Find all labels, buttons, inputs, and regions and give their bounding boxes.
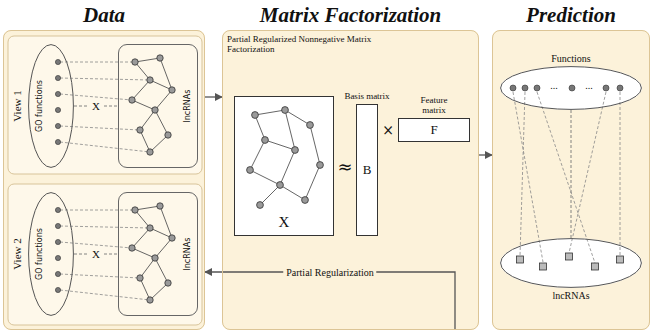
- node-fill: [234, 96, 334, 236]
- operator-symbol: ×: [382, 122, 394, 138]
- network-box: lncRNAs: [118, 44, 198, 168]
- node-fill: [3, 30, 205, 330]
- set-label: lncRNAs: [500, 290, 642, 301]
- edge-label: Partial Regularization: [283, 267, 376, 278]
- association-line: [571, 110, 572, 238]
- panel-heading: Data: [4, 3, 204, 28]
- matrix-symbol: F: [430, 122, 437, 138]
- method-note: Partial Regularized Nonnegative Matrix F…: [227, 34, 392, 55]
- set-ellipse: lncRNAs: [500, 238, 642, 288]
- stage-panel: Matrix FactorizationXBasis matrixBFeatur…: [222, 30, 479, 330]
- view-label: View 2: [11, 238, 23, 269]
- matrix-box: X: [234, 96, 334, 236]
- set-label: Functions: [500, 53, 642, 64]
- view-label: View 1: [11, 90, 23, 121]
- stage-panel: DataGO functionslncRNAsGO functionslncRN…: [3, 30, 205, 330]
- set-ellipse: Functions: [500, 66, 642, 110]
- edge-label: X: [89, 248, 103, 260]
- view-region: [8, 184, 202, 325]
- matrix-caption: Feature matrix: [409, 96, 459, 116]
- edge-label: X: [89, 100, 103, 112]
- flow-arrow: [205, 272, 455, 330]
- matrix-box: Basis matrixB: [356, 104, 378, 236]
- flow-arrow: [479, 154, 492, 155]
- matrix-caption: Basis matrix: [342, 92, 392, 102]
- set-label: GO functions: [35, 228, 44, 280]
- node-fill: [398, 118, 470, 142]
- node-fill: [500, 66, 642, 110]
- set-label: lncRNAs: [183, 238, 192, 271]
- matrix-symbol: B: [363, 162, 372, 178]
- stage-panel: PredictionFunctionslncRNAs: [492, 30, 650, 330]
- set-label: lncRNAs: [183, 90, 192, 123]
- node-fill: [222, 30, 479, 330]
- set-ellipse: GO functions: [28, 44, 74, 168]
- ellipse-outline: [500, 66, 642, 110]
- matrix-box: Feature matrixF: [398, 118, 470, 142]
- ellipse-outline: [500, 238, 642, 288]
- flow-arrow: [205, 96, 222, 97]
- matrix-symbol: X: [279, 214, 290, 231]
- panel-heading: Prediction: [493, 3, 649, 28]
- matrix-network: [247, 107, 324, 209]
- view-region: [8, 36, 202, 174]
- node-fill: [492, 30, 650, 330]
- operator-symbol: ≈: [337, 156, 352, 177]
- ellipsis: ...: [585, 80, 593, 91]
- ellipsis: ...: [550, 80, 558, 91]
- set-ellipse: GO functions: [28, 192, 74, 316]
- network-box: lncRNAs: [118, 192, 198, 316]
- node-fill: [356, 104, 378, 236]
- set-label: GO functions: [35, 80, 44, 132]
- panel-heading: Matrix Factorization: [223, 3, 478, 28]
